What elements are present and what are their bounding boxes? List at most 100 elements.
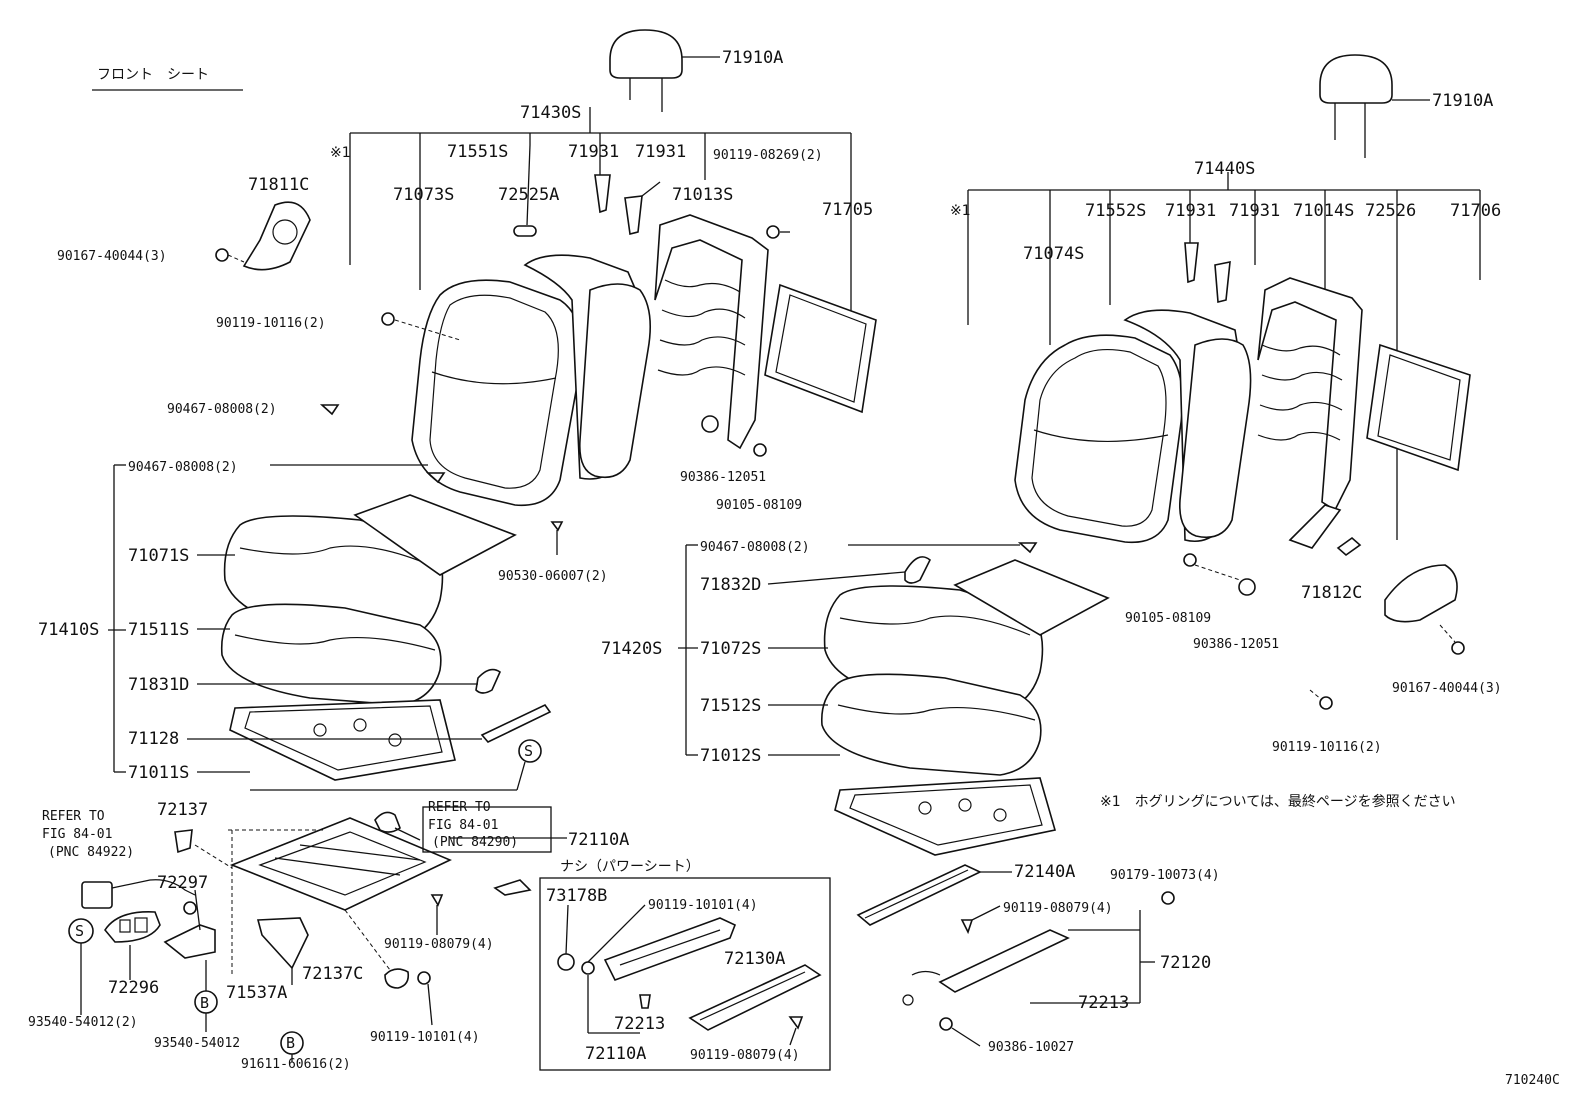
note-mark-left: ※1 bbox=[330, 145, 351, 161]
seat-frame-left bbox=[229, 699, 456, 781]
label-73178B: 73178B bbox=[546, 886, 607, 906]
headrest-left bbox=[609, 29, 683, 112]
bolt-90119-08079-b bbox=[788, 1016, 804, 1030]
label-90530-06007: 90530-06007(2) bbox=[498, 569, 608, 584]
bolt-90119-10116-right bbox=[1319, 696, 1333, 710]
refer-right-box bbox=[422, 806, 552, 853]
label-71831D: 71831D bbox=[128, 675, 189, 695]
nut-90386-10027 bbox=[939, 1017, 953, 1031]
clip-90467-c bbox=[1017, 542, 1038, 554]
label-90105-08109-right: 90105-08109 bbox=[1125, 611, 1211, 626]
label-71440S: 71440S bbox=[1194, 159, 1255, 179]
label-90119-08079-b: 90119-08079(4) bbox=[690, 1048, 800, 1063]
cap-72137 bbox=[174, 829, 193, 854]
circle-s-left-seat bbox=[518, 739, 542, 763]
bolt-90105 bbox=[753, 443, 767, 457]
cover-71832D bbox=[904, 556, 931, 584]
label-71706: 71706 bbox=[1450, 201, 1501, 221]
rail-72120 bbox=[902, 929, 1070, 1006]
label-71705: 71705 bbox=[822, 200, 873, 220]
seat-cushion-pad-right bbox=[820, 673, 1042, 776]
switch-harness bbox=[81, 879, 197, 915]
seatback-cover-left bbox=[411, 279, 583, 507]
seatback-pad-right bbox=[1123, 309, 1252, 543]
cover-71811C bbox=[242, 201, 311, 271]
clip-72525A bbox=[513, 225, 537, 237]
refer-right-line1: REFER TO bbox=[428, 800, 491, 815]
seatback-board-left bbox=[764, 283, 877, 414]
label-90119-08269: 90119-08269(2) bbox=[713, 148, 823, 163]
label-71073S: 71073S bbox=[393, 185, 454, 205]
label-72137: 72137 bbox=[157, 800, 208, 820]
label-71931-d: 71931 bbox=[1229, 201, 1280, 221]
label-71420S: 71420S bbox=[601, 639, 662, 659]
headrest-support-c bbox=[1184, 242, 1199, 284]
refer-right-line3: (PNC 84290) bbox=[432, 835, 518, 850]
arrow-power-seat bbox=[493, 879, 532, 896]
label-90167-40044-left: 90167-40044(3) bbox=[57, 249, 167, 264]
clip-90467-a bbox=[319, 404, 340, 416]
label-71012S: 71012S bbox=[700, 746, 761, 766]
label-71910A-left: 71910A bbox=[722, 48, 783, 68]
bushing-90386 bbox=[701, 415, 719, 433]
label-71013S: 71013S bbox=[672, 185, 733, 205]
label-72213-b: 72213 bbox=[1078, 993, 1129, 1013]
diagram-title: フロント シート bbox=[97, 67, 209, 83]
headrest-support-a bbox=[594, 174, 611, 214]
circle-s-left-seat-label: S bbox=[524, 742, 533, 760]
bolt-90179 bbox=[1161, 891, 1175, 905]
seatback-pad-left bbox=[523, 254, 651, 480]
label-71072S: 71072S bbox=[700, 639, 761, 659]
label-90467-08008-b: 90467-08008(2) bbox=[128, 460, 238, 475]
refer-right-line2: FIG 84-01 bbox=[428, 818, 498, 833]
adjuster-rail-72110A bbox=[603, 917, 737, 981]
label-90467-08008-c: 90467-08008(2) bbox=[700, 540, 810, 555]
label-72296: 72296 bbox=[108, 978, 159, 998]
bushing-90386-right bbox=[1238, 578, 1256, 596]
label-71071S: 71071S bbox=[128, 546, 189, 566]
label-71832D: 71832D bbox=[700, 575, 761, 595]
label-90386-10027: 90386-10027 bbox=[988, 1040, 1074, 1055]
label-72525A: 72525A bbox=[498, 185, 559, 205]
label-72120: 72120 bbox=[1160, 953, 1211, 973]
circle-b-upper-label: B bbox=[200, 994, 209, 1012]
label-90386-12051-right: 90386-12051 bbox=[1193, 637, 1279, 652]
label-72140A: 72140A bbox=[1014, 862, 1075, 882]
seatback-board-right bbox=[1366, 343, 1471, 472]
power-seat-none-box bbox=[539, 877, 831, 1071]
label-72526: 72526 bbox=[1365, 201, 1416, 221]
label-71551S: 71551S bbox=[447, 142, 508, 162]
label-72110A-a: 72110A bbox=[568, 830, 629, 850]
label-90105-08109-left: 90105-08109 bbox=[716, 498, 802, 513]
bolt-90119-10116-left bbox=[381, 312, 395, 326]
label-90119-10116-right: 90119-10116(2) bbox=[1272, 740, 1382, 755]
rail-72130A bbox=[688, 964, 822, 1031]
label-90119-10116-left: 90119-10116(2) bbox=[216, 316, 326, 331]
label-93540-54012-b: 93540-54012 bbox=[154, 1036, 240, 1051]
label-71430S: 71430S bbox=[520, 103, 581, 123]
label-72110A-b: 72110A bbox=[585, 1044, 646, 1064]
seatback-frame-left bbox=[654, 214, 769, 450]
label-91611-60616: 91611-60616(2) bbox=[241, 1057, 351, 1072]
label-72130A: 72130A bbox=[724, 949, 785, 969]
bolt-90119-08269 bbox=[766, 225, 780, 239]
headrest-right bbox=[1319, 54, 1393, 158]
bolt-90119-10101-a bbox=[417, 971, 431, 985]
headrest-support-d bbox=[1214, 261, 1231, 304]
seatback-frame-right bbox=[1257, 277, 1363, 549]
circle-s-switch-label: S bbox=[75, 922, 84, 940]
label-72297: 72297 bbox=[157, 873, 208, 893]
power-connector bbox=[374, 811, 401, 833]
label-90467-08008-a: 90467-08008(2) bbox=[167, 402, 277, 417]
label-72213-a: 72213 bbox=[614, 1014, 665, 1034]
label-71128: 71128 bbox=[128, 729, 179, 749]
seat-frame-right bbox=[834, 777, 1057, 856]
screw-90167-right bbox=[1451, 641, 1465, 655]
label-71811C: 71811C bbox=[248, 175, 309, 195]
refer-left-line2: FIG 84-01 bbox=[42, 827, 112, 842]
cap-73178B bbox=[557, 953, 575, 971]
label-90119-10101-a: 90119-10101(4) bbox=[370, 1030, 480, 1045]
label-71552S: 71552S bbox=[1085, 201, 1146, 221]
label-71511S: 71511S bbox=[128, 620, 189, 640]
label-90167-40044-right: 90167-40044(3) bbox=[1392, 681, 1502, 696]
